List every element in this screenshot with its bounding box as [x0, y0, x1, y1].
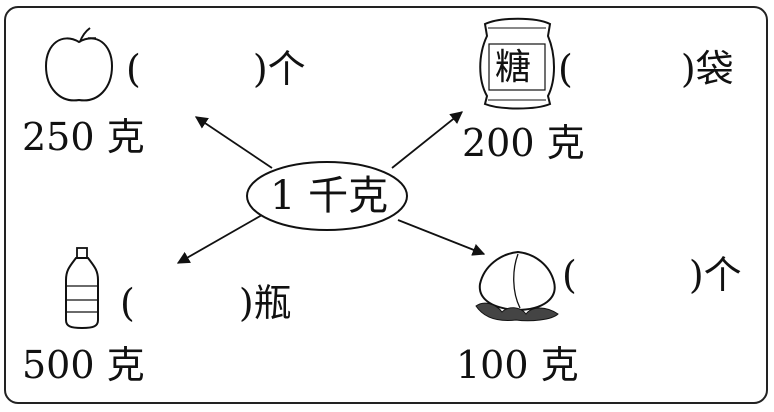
apple-weight: 250 克: [22, 118, 145, 156]
arrow-to-apple: [196, 117, 272, 168]
bottle-blank: ()瓶: [120, 284, 292, 322]
apple-icon: [46, 28, 112, 100]
bottle-weight: 500 克: [22, 346, 145, 384]
water-bottle-icon: [66, 248, 98, 328]
arrow-to-bottle: [178, 215, 262, 263]
sugar-weight: 200 克: [462, 124, 585, 162]
open-paren: (: [558, 47, 573, 91]
close-paren: ): [689, 253, 704, 297]
open-paren: (: [120, 281, 135, 325]
unit-label: 瓶: [254, 281, 292, 325]
open-paren: (: [562, 253, 577, 297]
apple-blank: ()个: [126, 50, 306, 88]
arrow-to-sugar: [392, 112, 462, 168]
center-label: 1 千克: [270, 176, 388, 216]
close-paren: ): [239, 281, 254, 325]
close-paren: ): [253, 47, 268, 91]
sugar-bag-text: 糖: [495, 50, 531, 86]
peach-blank: ()个: [562, 256, 742, 294]
unit-label: 袋: [696, 47, 734, 91]
sugar-blank: ()袋: [558, 50, 734, 88]
unit-label: 个: [268, 47, 306, 91]
peach-weight: 100 克: [456, 346, 579, 384]
open-paren: (: [126, 47, 141, 91]
peach-icon: [476, 252, 558, 321]
close-paren: ): [681, 47, 696, 91]
arrow-to-peach: [398, 220, 484, 254]
unit-label: 个: [704, 253, 742, 297]
